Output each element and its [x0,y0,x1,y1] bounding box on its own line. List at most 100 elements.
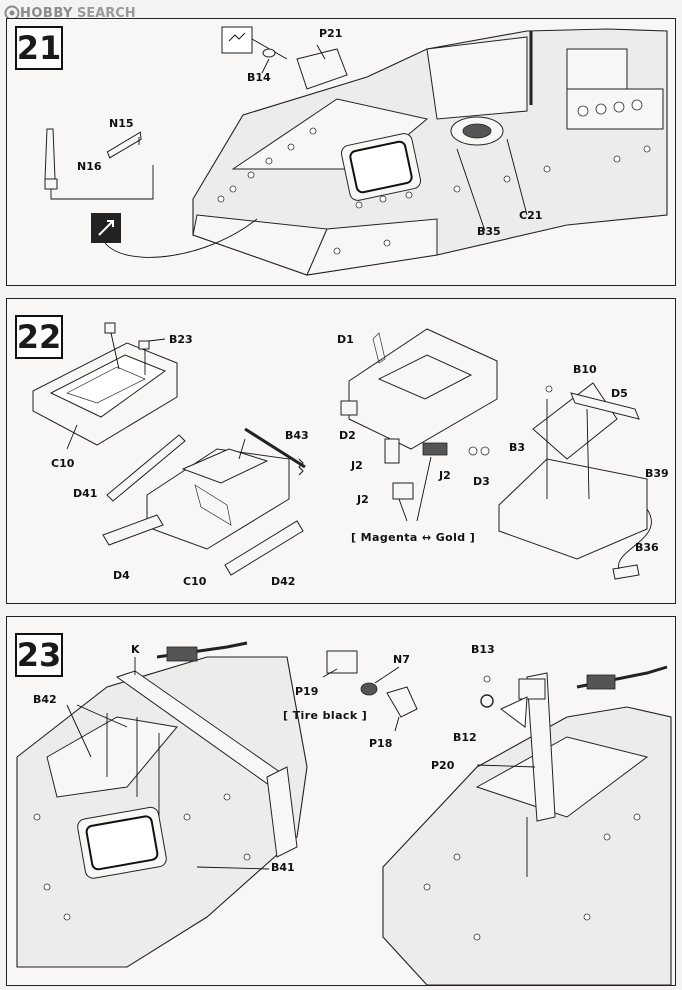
hatch-opening [349,140,413,194]
color-note-tire-black: [ Tire black ] [283,709,368,722]
d3-bolt-b [480,446,490,456]
label-j2-c: J2 [357,493,369,506]
assembly-bracket [50,165,154,200]
assembly-icon-arrow [98,220,114,236]
p21-part [296,48,348,90]
b42-leader-b [76,704,128,728]
label-b13: B13 [471,643,495,656]
p19-part [326,650,358,674]
p18-part [386,686,418,718]
step-number: 23 [15,633,63,677]
step-21-panel: 21 [6,18,676,286]
right-gun-body [586,674,616,690]
d1-housing-top [377,354,473,400]
label-b14: B14 [247,71,271,84]
label-b41: B41 [271,861,295,874]
p19-leader [322,668,338,678]
label-d1: D1 [337,333,354,346]
color-note-magenta-gold: [ Magenta ↔ Gold ] [351,531,476,544]
machine-gun-body [166,646,198,662]
d42-part [224,520,304,576]
left-hatch-opening [85,815,159,871]
d5-part [570,392,640,420]
c10-tray-inner [66,366,146,404]
n16-part [44,128,56,184]
label-b35: B35 [477,225,501,238]
label-c10-tray: C10 [51,457,75,470]
label-b23: B23 [169,333,193,346]
p21-inset-box [221,26,253,54]
c21-leader [506,138,528,216]
step-23-illustration [16,641,672,985]
b23-leader [148,338,166,342]
right-hull-section [498,458,648,560]
d2-part [340,400,358,416]
b13-part [483,675,491,683]
d3-bolt-a [468,446,478,456]
watermark-brand: HOBBY [20,5,73,21]
label-b43: B43 [285,429,309,442]
direction-arrow-icon [500,696,528,728]
step-number: 22 [15,315,63,359]
label-d2: D2 [339,429,356,442]
n15-part [106,131,142,159]
label-p21: P21 [319,27,343,40]
label-d41: D41 [73,487,98,500]
b10-part [545,385,553,393]
n16-foot [44,178,58,190]
p20-head [518,678,546,700]
step-number: 21 [15,26,63,70]
color-note-leader-b [416,456,432,522]
n7-leader [374,666,400,684]
rivets [217,127,651,255]
b43-spring [298,458,304,476]
p21-leader [316,44,326,60]
b35-leader [456,148,486,232]
j2-part-b [422,442,448,456]
label-b42: B42 [33,693,57,706]
b14-leader [261,58,270,74]
label-b3: B3 [509,441,526,454]
n7-part [360,682,378,696]
label-d4: D4 [113,569,130,582]
watermark-suffix: SEARCH [76,5,136,21]
b36-part [612,564,640,580]
c10a-leader [66,424,78,450]
label-p19: P19 [295,685,319,698]
d41-part [106,434,186,502]
label-c10-hood: C10 [183,575,207,588]
left-rivets [33,793,251,921]
d1-part [372,332,386,364]
label-b12: B12 [453,731,477,744]
d4-part [102,514,164,546]
left-side-panel [266,766,298,858]
label-d3: D3 [473,475,490,488]
p20-leader [476,764,536,768]
b43-arrow [238,438,246,460]
upper-box [566,48,628,90]
p20-mast [526,672,556,822]
c10-tray-well [49,354,167,418]
rack-holes [577,99,643,117]
b42-leader-a [66,704,92,758]
p21-inset-part [228,32,246,42]
b3-arrow-b [586,408,590,500]
b36-leader [618,508,652,570]
label-n15: N15 [109,117,134,130]
label-b39: B39 [645,467,669,480]
step-22-illustration [32,322,652,580]
b14-part [262,48,276,58]
right-rivets [423,813,641,941]
label-d5: D5 [611,387,628,400]
label-n16: N16 [77,160,102,173]
step-21-illustration [44,26,668,276]
b12-part [480,694,494,708]
j2-part-a [384,438,400,464]
label-d42: D42 [271,575,296,588]
step-23-panel: 23 [6,616,676,986]
b41-leader [196,866,270,870]
b23-part-a [104,322,116,334]
p18-leader [394,716,400,732]
label-c21: C21 [519,209,543,222]
j2-part-c [392,482,414,500]
